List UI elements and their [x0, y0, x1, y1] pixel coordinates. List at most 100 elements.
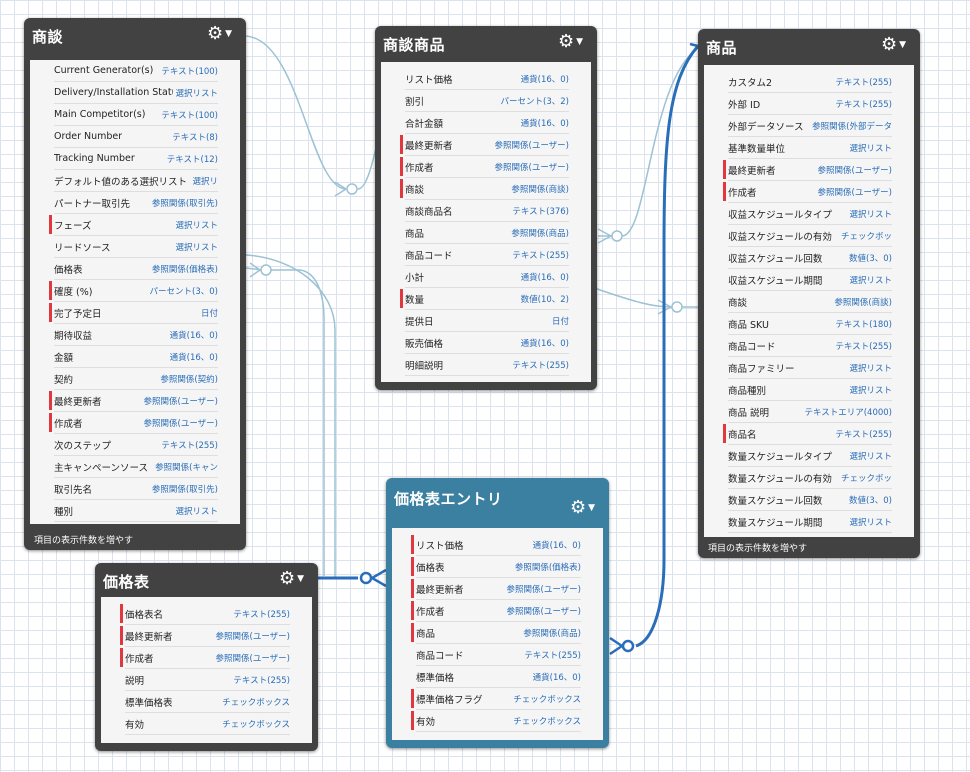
- object-header[interactable]: 商談 ⚙▼: [24, 18, 246, 54]
- field-row[interactable]: 価格表参照関係(価格表): [411, 556, 581, 578]
- field-row[interactable]: 作成者参照関係(ユーザー): [120, 647, 290, 669]
- field-row[interactable]: 商談参照関係(商談): [728, 291, 892, 313]
- field-row[interactable]: デフォルト値のある選択リスト選択リ: [54, 170, 218, 192]
- field-row[interactable]: 外部データソース参照関係(外部データ: [728, 115, 892, 137]
- gear-icon[interactable]: ⚙▼: [557, 31, 583, 52]
- field-row[interactable]: パートナー取引先参照関係(取引先): [54, 192, 218, 214]
- field-row[interactable]: 次のステップテキスト(255): [54, 434, 218, 456]
- field-row[interactable]: 小計通貨(16、0): [405, 266, 569, 288]
- chevron-down-icon[interactable]: ▼: [576, 37, 583, 47]
- field-type: チェックボックス: [222, 719, 290, 730]
- field-row[interactable]: 最終更新者参照関係(ユーザー): [49, 390, 218, 412]
- field-row[interactable]: 最終更新者参照関係(ユーザー): [411, 578, 581, 600]
- field-row[interactable]: 商品参照関係(商品): [405, 222, 569, 244]
- field-row[interactable]: 基準数量単位選択リスト: [728, 137, 892, 159]
- field-row[interactable]: 作成者参照関係(ユーザー): [49, 412, 218, 434]
- chevron-down-icon[interactable]: ▼: [588, 503, 595, 513]
- chevron-down-icon[interactable]: ▼: [899, 40, 906, 50]
- gear-icon[interactable]: ⚙▼: [278, 568, 304, 589]
- field-row[interactable]: 有効チェックボックス: [125, 713, 290, 735]
- object-kakakuhyou-entry[interactable]: 価格表エントリ ⚙▼ リスト価格通貨(16、0)価格表参照関係(価格表)最終更新…: [386, 478, 609, 748]
- gear-icon[interactable]: ⚙▼: [880, 34, 906, 55]
- object-kakakuhyou[interactable]: 価格表 ⚙▼ 価格表名テキスト(255)最終更新者参照関係(ユーザー)作成者参照…: [95, 563, 318, 751]
- object-shoudan[interactable]: 商談 ⚙▼ Current Generator(s)テキスト(100)Deliv…: [24, 18, 246, 550]
- field-name: 作成者: [125, 653, 154, 665]
- field-row[interactable]: 商品ファミリー選択リスト: [728, 357, 892, 379]
- field-row[interactable]: 商品参照関係(商品): [411, 622, 581, 644]
- field-row[interactable]: 商品種別選択リスト: [728, 379, 892, 401]
- field-row[interactable]: 期待収益通貨(16、0): [54, 324, 218, 346]
- field-row[interactable]: 契約参照関係(契約): [54, 368, 218, 390]
- field-row[interactable]: 割引パーセント(3、2): [405, 90, 569, 112]
- field-row[interactable]: 商品 説明テキストエリア(4000): [728, 401, 892, 423]
- field-row[interactable]: 数量スケジュール回数数値(3、0): [728, 489, 892, 511]
- field-row[interactable]: 説明テキスト(255): [125, 669, 290, 691]
- show-more-fields-link[interactable]: 項目の表示件数を増やす: [708, 544, 808, 554]
- field-row[interactable]: 商談参照関係(商談): [400, 178, 569, 200]
- field-row[interactable]: 価格表参照関係(価格表): [54, 258, 218, 280]
- field-row[interactable]: 作成者参照関係(ユーザー): [400, 156, 569, 178]
- gear-icon[interactable]: ⚙▼: [206, 23, 232, 44]
- chevron-down-icon[interactable]: ▼: [225, 29, 232, 39]
- field-row[interactable]: 提供日日付: [405, 310, 569, 332]
- field-row[interactable]: リスト価格通貨(16、0): [405, 68, 569, 90]
- gear-icon[interactable]: ⚙▼: [569, 497, 595, 518]
- object-header[interactable]: 価格表エントリ ⚙▼: [386, 478, 609, 528]
- field-row[interactable]: Main Competitor(s)テキスト(100): [54, 104, 218, 126]
- field-row[interactable]: 商品コードテキスト(255): [728, 335, 892, 357]
- field-row[interactable]: 主キャンペーンソース参照関係(キャン: [54, 456, 218, 478]
- field-row[interactable]: 最終更新者参照関係(ユーザー): [400, 134, 569, 156]
- field-row[interactable]: 商品名テキスト(255): [723, 423, 892, 445]
- field-row[interactable]: 商品コードテキスト(255): [405, 244, 569, 266]
- field-row[interactable]: 数量スケジュール期間選択リスト: [728, 511, 892, 533]
- field-row[interactable]: Current Generator(s)テキスト(100): [54, 60, 218, 82]
- field-name: 割引: [405, 96, 425, 108]
- field-row[interactable]: 数量スケジュールタイプ選択リスト: [728, 445, 892, 467]
- field-row[interactable]: 取引先名参照関係(取引先): [54, 478, 218, 500]
- field-row[interactable]: 合計金額通貨(16、0): [405, 112, 569, 134]
- field-row[interactable]: 標準価格表チェックボックス: [125, 691, 290, 713]
- field-row[interactable]: 完了予定日日付: [49, 302, 218, 324]
- object-header[interactable]: 商談商品 ⚙▼: [375, 26, 597, 62]
- field-row[interactable]: 収益スケジュール期間選択リスト: [728, 269, 892, 291]
- field-row[interactable]: 標準価格フラグチェックボックス: [411, 688, 581, 710]
- field-row[interactable]: 収益スケジュールタイプ選択リスト: [728, 203, 892, 225]
- field-row[interactable]: 価格表名テキスト(255): [120, 603, 290, 625]
- object-shoudan-shouhin[interactable]: 商談商品 ⚙▼ リスト価格通貨(16、0)割引パーセント(3、2)合計金額通貨(…: [375, 26, 597, 390]
- field-row[interactable]: 収益スケジュール回数数値(3、0): [728, 247, 892, 269]
- field-row[interactable]: 数量数値(10、2): [400, 288, 569, 310]
- field-row[interactable]: 作成者参照関係(ユーザー): [411, 600, 581, 622]
- field-row[interactable]: 種別選択リスト: [54, 500, 218, 522]
- field-row[interactable]: リードソース選択リスト: [54, 236, 218, 258]
- field-row[interactable]: 作成者参照関係(ユーザー): [723, 181, 892, 203]
- field-type: 日付: [551, 316, 569, 327]
- chevron-down-icon[interactable]: ▼: [297, 574, 304, 584]
- field-row[interactable]: 最終更新者参照関係(ユーザー): [723, 159, 892, 181]
- object-header[interactable]: 価格表 ⚙▼: [95, 563, 318, 599]
- field-row[interactable]: フェーズ選択リスト: [49, 214, 218, 236]
- field-row[interactable]: 数量スケジュールの有効チェックボッ: [728, 467, 892, 489]
- field-row[interactable]: 収益スケジュールの有効チェックボッ: [728, 225, 892, 247]
- field-row[interactable]: 確度 (%)パーセント(3、0): [49, 280, 218, 302]
- field-row[interactable]: 明細説明テキスト(255): [405, 354, 569, 376]
- field-row[interactable]: 商談商品名テキスト(376): [405, 200, 569, 222]
- field-row[interactable]: 最終更新者参照関係(ユーザー): [120, 625, 290, 647]
- field-row[interactable]: リスト価格通貨(16、0): [411, 534, 581, 556]
- field-type: チェックボックス: [513, 694, 581, 705]
- field-name: 商品コード: [728, 341, 776, 353]
- field-row[interactable]: 有効チェックボックス: [411, 710, 581, 732]
- show-more-fields-link[interactable]: 項目の表示件数を増やす: [34, 536, 134, 546]
- field-row[interactable]: 金額通貨(16、0): [54, 346, 218, 368]
- field-row[interactable]: 商品コードテキスト(255): [416, 644, 581, 666]
- field-name: 数量スケジュール回数: [728, 495, 823, 507]
- object-header[interactable]: 商品 ⚙▼: [698, 29, 920, 65]
- field-row[interactable]: 販売価格通貨(16、0): [405, 332, 569, 354]
- field-row[interactable]: 標準価格通貨(16、0): [416, 666, 581, 688]
